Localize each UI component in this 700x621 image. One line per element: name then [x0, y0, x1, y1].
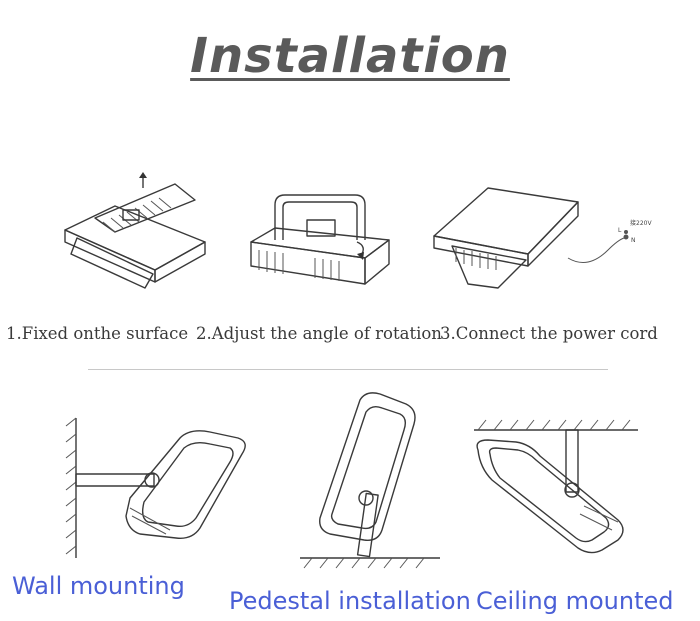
voltage-note: 接220V: [630, 219, 652, 227]
wall-mount-illustration: [65, 417, 246, 558]
fixed-surface-illustration: [64, 172, 206, 289]
neutral-label: N: [631, 237, 636, 244]
step-1-label: 1.Fixed onthe surface: [6, 324, 189, 343]
line-label: L: [618, 227, 622, 234]
pedestal-installation-label: Pedestal installation: [229, 587, 471, 615]
power-cord-illustration: 接220V L N: [433, 187, 652, 289]
ceiling-mounted-label: Ceiling mounted: [476, 587, 674, 615]
rotation-adjust-illustration: [250, 194, 390, 285]
step-2-label: 2.Adjust the angle of rotation: [196, 324, 442, 343]
page-title: Installation: [190, 28, 510, 84]
ceiling-mount-illustration: [474, 419, 638, 554]
wall-mounting-label: Wall mounting: [12, 572, 185, 600]
section-divider: [88, 369, 608, 370]
pedestal-mount-illustration: [300, 392, 440, 569]
step-3-label: 3.Connect the power cord: [440, 324, 658, 343]
